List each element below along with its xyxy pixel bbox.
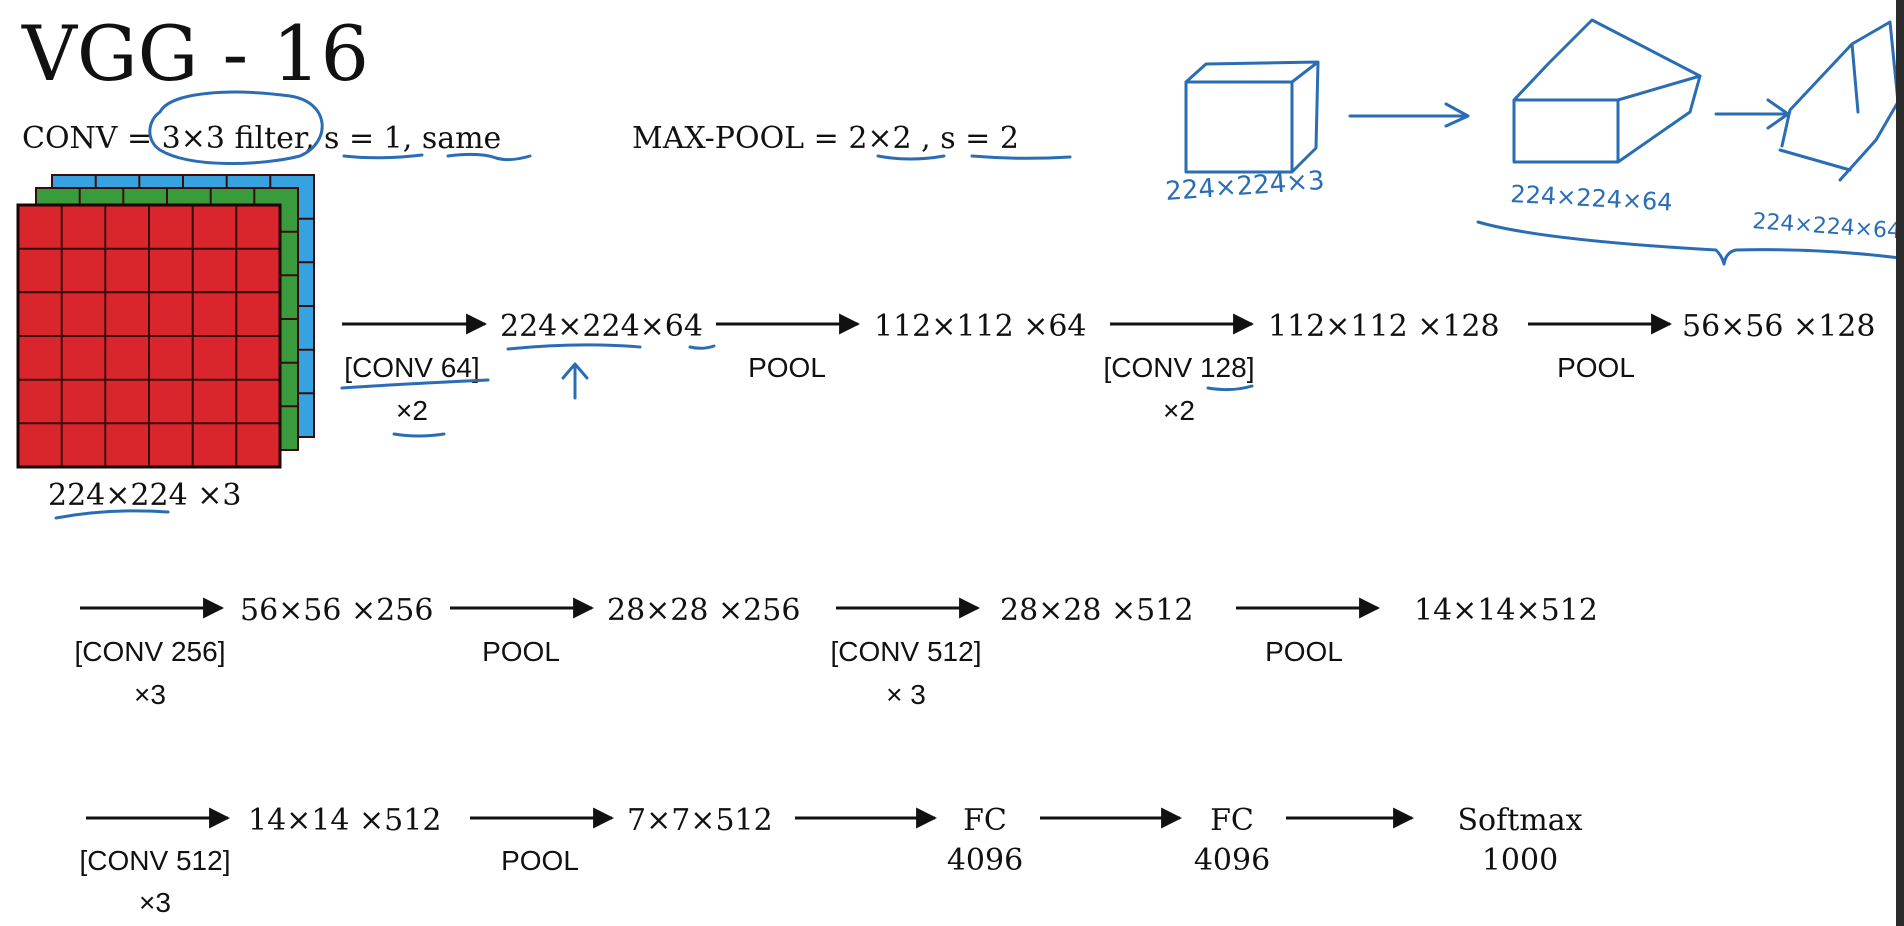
r2-op3-rep: × 3 <box>886 679 926 710</box>
right-edge-strip <box>1896 0 1904 926</box>
ink-underline-x2 <box>392 432 446 438</box>
ink-underline-224 <box>506 343 642 351</box>
row-1: [CONV 64] ×2 224×224×64 POOL 112×112 ×64… <box>342 309 1875 426</box>
fc2-units: 4096 <box>1194 843 1270 878</box>
r3-op1-rep: ×3 <box>139 887 171 918</box>
r1-size1: 224×224×64 <box>500 309 703 344</box>
r1-op3-rep: ×2 <box>1163 395 1195 426</box>
ink-arrow-2 <box>1714 98 1790 130</box>
softmax-units: 1000 <box>1482 843 1558 878</box>
r1-size4: 56×56 ×128 <box>1682 309 1875 344</box>
conv-definition: CONV = 3×3 filter, s = 1, same <box>22 121 501 156</box>
input-size-label: 224×224 ×3 <box>48 478 241 513</box>
r3-op2: POOL <box>501 845 579 876</box>
ink-underline-64 <box>688 344 716 350</box>
r3-size1: 14×14 ×512 <box>248 803 441 838</box>
fc1-label: FC <box>963 803 1007 838</box>
r2-op3: [CONV 512] <box>831 636 982 667</box>
r2-size3: 28×28 ×512 <box>1000 593 1193 628</box>
ink-circle-3x3 <box>148 90 324 166</box>
r2-op4: POOL <box>1265 636 1343 667</box>
fc1-units: 4096 <box>947 843 1023 878</box>
ink-brace <box>1476 220 1902 266</box>
ink-up-arrow <box>561 362 589 400</box>
r1-op1-rep: ×2 <box>396 395 428 426</box>
ink-box-3 <box>1778 20 1900 182</box>
input-volume <box>16 174 315 469</box>
r1-op2: POOL <box>748 352 826 383</box>
ink-underline-128 <box>1206 384 1254 392</box>
r1-size3: 112×112 ×128 <box>1268 309 1500 344</box>
fc2-label: FC <box>1210 803 1254 838</box>
r1-op3: [CONV 128] <box>1104 352 1255 383</box>
ink-box-1 <box>1184 60 1320 174</box>
ink-dim-2: 224×224×64 <box>1510 180 1674 216</box>
r1-op4: POOL <box>1557 352 1635 383</box>
ink-dim-3: 224×224×64 <box>1752 209 1902 244</box>
page-title: VGG - 16 <box>21 9 369 98</box>
ink-box-2 <box>1512 18 1702 164</box>
r3-op1: [CONV 512] <box>80 845 231 876</box>
row-2: [CONV 256] ×3 56×56 ×256 POOL 28×28 ×256… <box>75 593 1598 710</box>
row-3: [CONV 512] ×3 14×14 ×512 POOL 7×7×512 FC… <box>80 803 1583 918</box>
ink-underline-input <box>54 509 170 520</box>
r2-op1: [CONV 256] <box>75 636 226 667</box>
ink-arrow-1 <box>1348 102 1470 128</box>
r2-size4: 14×14×512 <box>1414 593 1598 628</box>
r2-size1: 56×56 ×256 <box>240 593 433 628</box>
r2-op2: POOL <box>482 636 560 667</box>
r1-op1: [CONV 64] <box>344 352 479 383</box>
r2-op1-rep: ×3 <box>134 679 166 710</box>
softmax-label: Softmax <box>1457 803 1582 838</box>
ink-underline-s1 <box>342 153 424 160</box>
maxpool-definition: MAX-POOL = 2×2 , s = 2 <box>632 121 1019 156</box>
ink-underline-conv64 <box>340 378 490 390</box>
r2-size2: 28×28 ×256 <box>607 593 800 628</box>
ink-underline-2x2 <box>876 154 946 161</box>
ink-underline-same <box>446 152 532 162</box>
r1-size2: 112×112 ×64 <box>874 309 1087 344</box>
ink-underline-s2 <box>970 154 1072 160</box>
r3-size2: 7×7×512 <box>627 803 773 838</box>
red-channel <box>16 203 282 469</box>
